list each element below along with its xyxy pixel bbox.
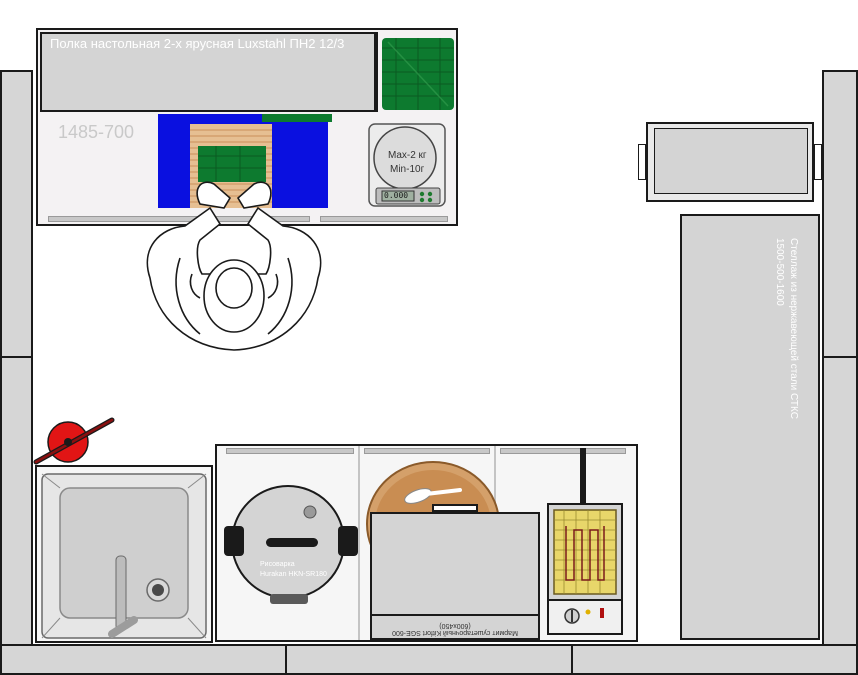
left-wall-lower (0, 356, 33, 646)
food-warmer-handle-left[interactable] (432, 504, 478, 512)
wall-shelf-handle-right[interactable] (814, 144, 822, 180)
rice-cooker-label-2: Hurakan HKN-SR180 (260, 571, 327, 578)
rice-cooker-label-1: Рисоварка (260, 561, 295, 568)
drawer-handle-1[interactable] (48, 216, 310, 222)
shelf-edge (376, 32, 378, 112)
scale-max-label: Max-2 кг (388, 150, 427, 161)
drawer-handle-2[interactable] (320, 216, 448, 222)
food-warmer-label: Мармит сушетарочный Kitfort SGE-600 (600… (392, 622, 518, 636)
nori-stack-icon (382, 38, 454, 110)
scale-display: 0.000 (384, 191, 409, 200)
rack-dims-label: 1500-500-1600 (774, 238, 785, 306)
right-wall-lower (822, 356, 858, 646)
fire-extinguisher-icon[interactable] (33, 412, 115, 465)
food-warmer[interactable] (370, 512, 540, 640)
shelf[interactable] (40, 32, 376, 112)
scale-min-label: Min-10г (390, 164, 425, 175)
sink-basin-icon[interactable] (41, 473, 207, 639)
counter-handle-3[interactable] (500, 448, 626, 454)
bottom-wall-right (571, 644, 858, 675)
table-dims-label: 1485-700 (58, 122, 135, 142)
shelf-label: Полка настольная 2-х ярусная Luxstahl ПН… (50, 36, 345, 51)
stainless-rack[interactable] (680, 214, 820, 640)
deep-fryer-icon[interactable] (546, 446, 624, 638)
wall-shelf-handle-left[interactable] (638, 144, 646, 180)
rack-label: Стеллаж из нержавеющей стали СТКС (788, 238, 799, 419)
right-wall-upper (822, 70, 858, 358)
chef-figure-icon (146, 181, 322, 351)
scale-icon[interactable] (368, 122, 446, 208)
nori-strip-on-shelf (262, 114, 332, 122)
wall-shelf-inner (654, 128, 808, 194)
rice-cooker-icon[interactable] (222, 478, 360, 606)
left-wall-upper (0, 70, 33, 358)
counter-divider-1 (358, 446, 360, 640)
bottom-wall-middle (285, 644, 573, 675)
counter-handle-2[interactable] (364, 448, 490, 454)
food-warmer-base (372, 614, 538, 616)
bottom-wall-left (0, 644, 287, 675)
counter-handle-1[interactable] (226, 448, 354, 454)
